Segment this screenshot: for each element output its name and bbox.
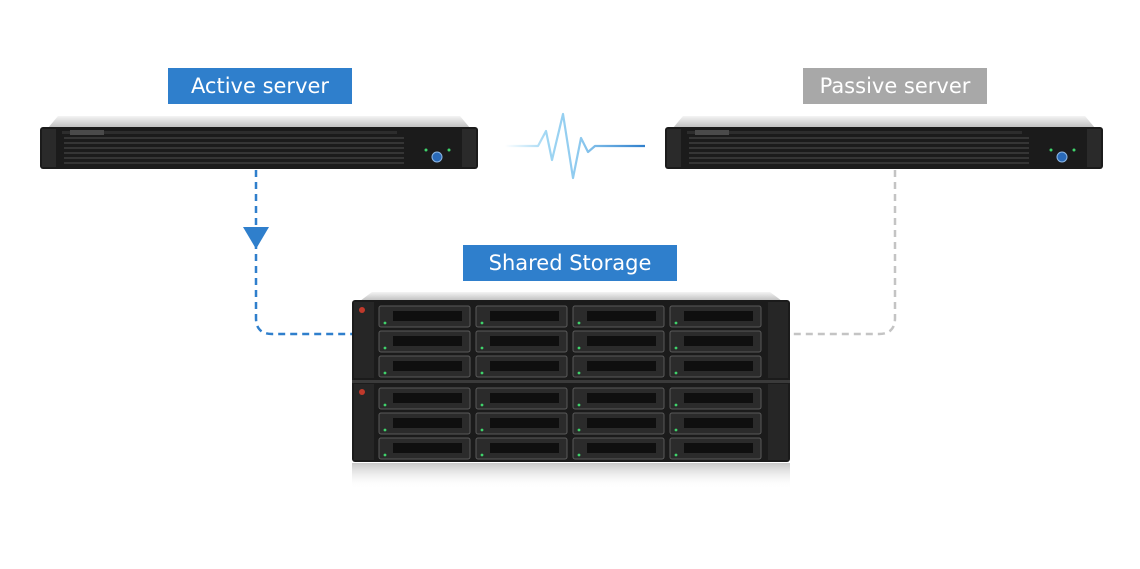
drive-bay-handle [587, 393, 656, 403]
drive-bay-handle [393, 361, 462, 371]
drive-led [577, 428, 581, 432]
drive-bay-handle [684, 393, 753, 403]
drive-bay-handle [684, 311, 753, 321]
drive-bay-handle [684, 336, 753, 346]
drive-bay-handle [587, 418, 656, 428]
drive-bay-handle [587, 443, 656, 453]
drive-led [480, 321, 484, 325]
drive-led [674, 453, 678, 457]
drive-led [577, 403, 581, 407]
drive-bay-handle [684, 418, 753, 428]
drive-bay-handle [490, 336, 559, 346]
drive-bay-handle [587, 336, 656, 346]
drive-led [480, 453, 484, 457]
drive-led [674, 403, 678, 407]
drive-led [383, 453, 387, 457]
drive-bays [378, 305, 762, 460]
drive-led [383, 428, 387, 432]
drive-led [383, 321, 387, 325]
drive-led [674, 346, 678, 350]
drive-led [480, 403, 484, 407]
active-server-unit [40, 116, 478, 169]
drive-bay-handle [393, 393, 462, 403]
drive-led [674, 321, 678, 325]
drive-led [674, 371, 678, 375]
drive-led [383, 371, 387, 375]
shared-storage-unit [352, 292, 790, 462]
drive-bay-handle [587, 311, 656, 321]
drive-bay-handle [490, 311, 559, 321]
drive-bay-handle [490, 361, 559, 371]
passive-server-unit [665, 116, 1103, 169]
drive-bay-handle [684, 443, 753, 453]
arrow-down-icon [243, 227, 269, 249]
active-connection-line [254, 170, 352, 336]
drive-bay-handle [587, 361, 656, 371]
active-server-label: Active server [168, 68, 352, 104]
drive-bay-handle [684, 361, 753, 371]
drive-bay-handle [490, 393, 559, 403]
drive-bay-handle [393, 418, 462, 428]
drive-led [674, 428, 678, 432]
drive-bay-handle [393, 311, 462, 321]
drive-led [480, 428, 484, 432]
drive-led [577, 321, 581, 325]
passive-connection-line [792, 170, 897, 336]
shared-storage-label: Shared Storage [463, 245, 677, 281]
drive-led [577, 346, 581, 350]
drive-led [383, 403, 387, 407]
heartbeat-pulse-icon [505, 112, 645, 180]
drive-led [577, 371, 581, 375]
drive-led [480, 346, 484, 350]
drive-bay-handle [490, 418, 559, 428]
drive-led [480, 371, 484, 375]
drive-bay-handle [393, 336, 462, 346]
passive-server-label: Passive server [803, 68, 987, 104]
storage-reflection [352, 463, 790, 489]
drive-bay-handle [393, 443, 462, 453]
drive-bay-handle [490, 443, 559, 453]
drive-led [577, 453, 581, 457]
drive-led [383, 346, 387, 350]
